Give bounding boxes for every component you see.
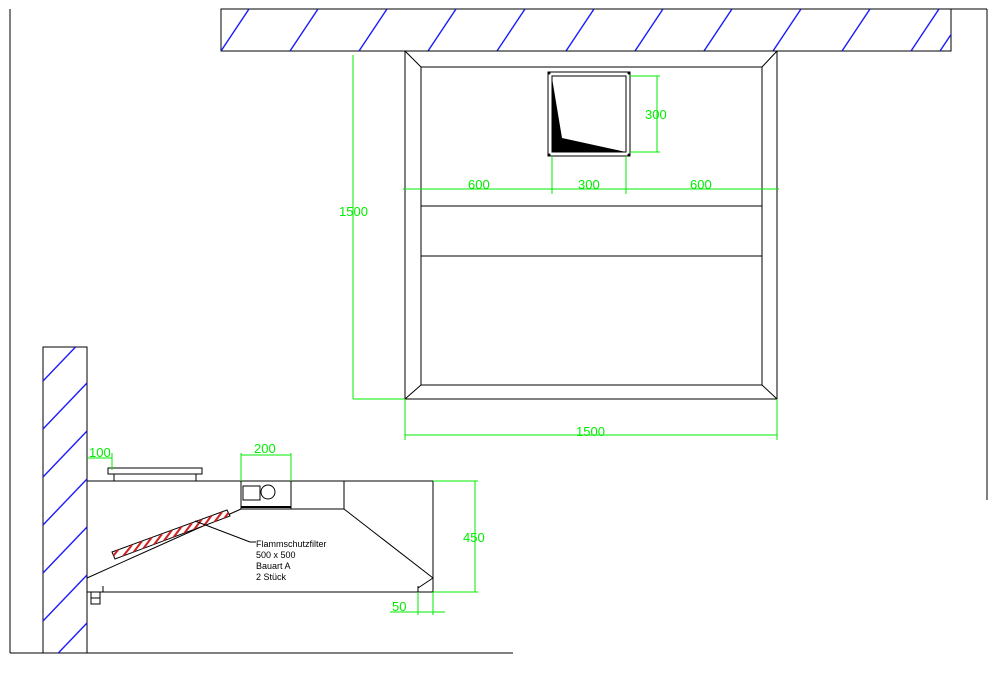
filter-note-line-2: 500 x 500 — [256, 550, 296, 560]
plan-dimension-lines — [352, 55, 779, 440]
ceiling-beam — [220, 8, 952, 52]
dim-duct-size: 300 — [645, 107, 667, 122]
dim-side-overhang: 50 — [392, 599, 406, 614]
filter-note-line-1: Flammschutzfilter — [256, 539, 327, 549]
filter-note-line-3: Bauart A — [256, 561, 291, 571]
dim-plan-width: 1500 — [576, 424, 605, 439]
room-outline — [9, 8, 988, 654]
flame-filter — [111, 509, 256, 560]
side-wall — [42, 346, 88, 654]
dim-offset-right: 600 — [690, 177, 712, 192]
filter-note-line-4: 2 Stück — [256, 572, 287, 582]
dim-side-height: 450 — [463, 530, 485, 545]
side-dimension-lines — [87, 453, 478, 615]
hood-plan-view — [404, 50, 778, 400]
hood-side-view — [86, 467, 434, 605]
dim-side-offset: 100 — [89, 445, 111, 460]
dim-side-duct-width: 200 — [254, 441, 276, 456]
dim-duct-width: 300 — [578, 177, 600, 192]
dim-offset-left: 600 — [468, 177, 490, 192]
dim-plan-height: 1500 — [339, 204, 368, 219]
duct-opening — [547, 71, 631, 157]
